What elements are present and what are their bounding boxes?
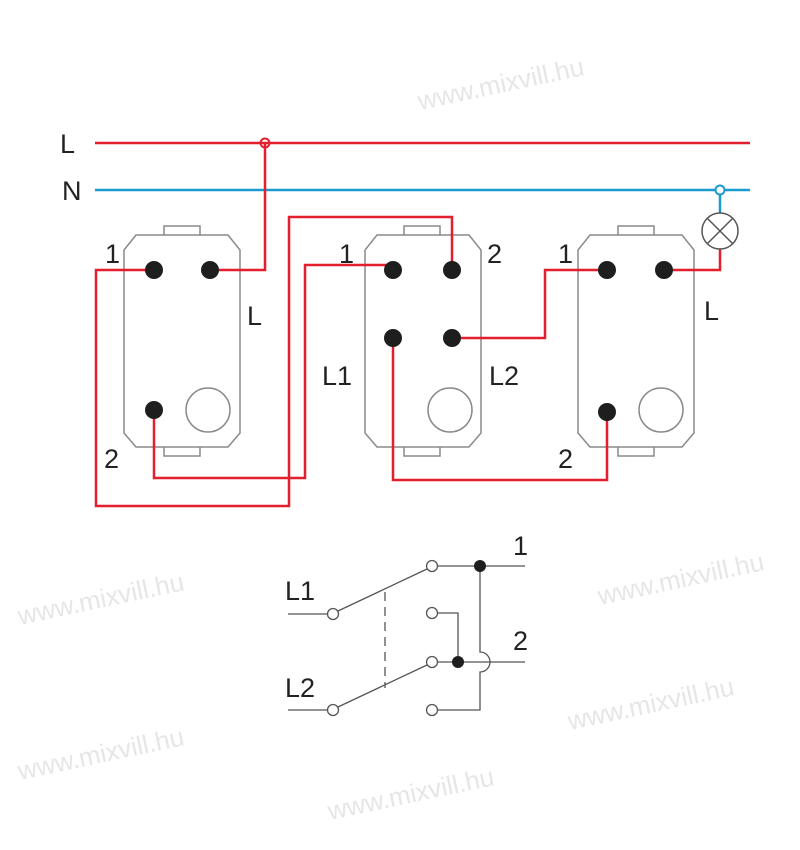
neutral-label: N (62, 176, 82, 206)
contact (425, 606, 439, 620)
contact (326, 607, 340, 621)
left-terminal-2-label: 2 (104, 444, 119, 474)
watermark: www.mixvill.hu (414, 51, 587, 116)
watermark: www.mixvill.hu (324, 761, 497, 826)
left-terminal-L-label: L (247, 301, 262, 331)
node (452, 656, 464, 668)
left-terminal-1-label: 1 (105, 239, 120, 269)
switch-knob (638, 387, 684, 433)
lamp-icon (701, 212, 739, 250)
middle-terminal-L2-label: L2 (489, 361, 519, 391)
live-junction (259, 137, 271, 149)
right-terminal-2-label: 2 (558, 444, 573, 474)
terminal (145, 261, 163, 279)
wire-traveler-1 (94, 215, 454, 508)
wire-traveler-3 (391, 338, 609, 482)
schematic-2-label: 2 (513, 626, 528, 656)
watermark: www.mixvill.hu (14, 566, 187, 631)
middle-terminal-L1-label: L1 (322, 361, 352, 391)
terminal (443, 261, 461, 279)
terminal (598, 261, 616, 279)
terminals (145, 261, 673, 421)
watermark: www.mixvill.hu (564, 671, 737, 736)
terminal (145, 401, 163, 419)
wire-traveler-4 (452, 268, 607, 340)
contact (326, 703, 340, 717)
node (474, 560, 486, 572)
switch-right (577, 225, 695, 457)
wire-lamp-feed (664, 249, 722, 272)
switch-left (123, 225, 241, 457)
watermark: www.mixvill.hu (14, 721, 187, 786)
crossover-switch-schematic: L1 L2 1 2 (285, 531, 528, 717)
schematic-L2-label: L2 (285, 673, 315, 703)
switch-middle (364, 225, 482, 457)
terminal (201, 261, 219, 279)
terminal (655, 261, 673, 279)
contact (425, 559, 439, 573)
terminal (384, 329, 402, 347)
right-terminal-L-label: L (704, 296, 719, 326)
contact (425, 655, 439, 669)
middle-terminal-1-label: 1 (339, 239, 354, 269)
switch-knob (185, 387, 231, 433)
wire-live-feed (210, 143, 267, 272)
switch-knob (427, 387, 473, 433)
schematic-1-label: 1 (513, 531, 528, 561)
middle-terminal-2-label: 2 (487, 239, 502, 269)
terminal (598, 403, 616, 421)
watermark: www.mixvill.hu (594, 546, 767, 611)
neutral-junction (714, 184, 726, 196)
terminal (443, 329, 461, 347)
contact (425, 703, 439, 717)
schematic-L1-label: L1 (285, 576, 315, 606)
right-terminal-1-label: 1 (558, 239, 573, 269)
live-label: L (60, 129, 75, 159)
terminal (384, 261, 402, 279)
